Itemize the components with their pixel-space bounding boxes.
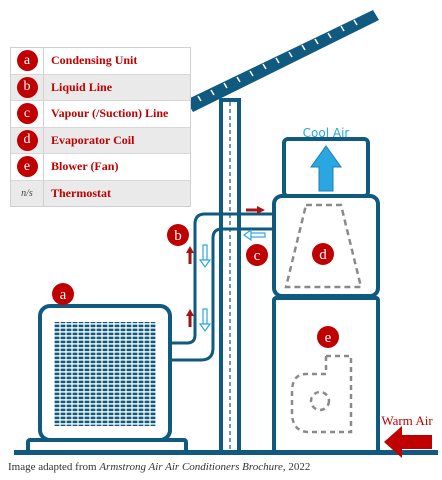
legend-label: Liquid Line xyxy=(51,79,113,94)
refrigerant-lines xyxy=(168,212,274,362)
svg-text:a: a xyxy=(60,287,67,303)
warm-air-label: Warm Air xyxy=(381,413,433,428)
legend-label: Condensing Unit xyxy=(51,53,138,68)
legend-row: c Vapour (/Suction) Line xyxy=(11,101,190,128)
legend-label: Evaporator Coil xyxy=(51,132,135,147)
legend-row: a Condensing Unit xyxy=(11,48,190,75)
legend-row: n/s Thermostat xyxy=(11,180,190,206)
svg-text:e: e xyxy=(325,330,332,346)
marker-a: a xyxy=(52,283,74,305)
condenser-grille xyxy=(54,322,156,426)
evaporator-coil-outline xyxy=(284,203,363,289)
caption-source: Armstrong Air Air Conditioners Brochure xyxy=(99,461,283,473)
svg-text:b: b xyxy=(174,228,182,244)
svg-text:c: c xyxy=(254,248,261,264)
legend-badge: e xyxy=(16,156,38,178)
legend-label: Thermostat xyxy=(51,185,111,200)
image-caption: Image adapted from Armstrong Air Air Con… xyxy=(8,461,311,473)
flow-arrows xyxy=(186,206,266,333)
legend-row: b Liquid Line xyxy=(11,74,190,101)
marker-d: d xyxy=(312,243,334,265)
marker-e: e xyxy=(317,326,339,348)
roof xyxy=(186,10,379,112)
legend-label: Blower (Fan) xyxy=(51,159,119,174)
legend-badge: c xyxy=(16,103,38,125)
condensing-unit xyxy=(26,304,188,454)
blower-fan-outline xyxy=(290,354,353,434)
legend-badge: a xyxy=(16,50,38,72)
legend-ns-key: n/s xyxy=(21,187,33,199)
legend-badge: b xyxy=(16,76,38,98)
marker-b: b xyxy=(167,224,189,246)
legend-label: Vapour (/Suction) Line xyxy=(51,106,169,121)
cool-air-arrow xyxy=(310,145,342,192)
cool-air-label: Cool Air xyxy=(303,126,350,140)
svg-text:d: d xyxy=(319,247,327,263)
marker-c: c xyxy=(246,244,268,266)
legend-row: e Blower (Fan) xyxy=(11,154,190,181)
legend-badge: d xyxy=(16,129,38,151)
house-wall xyxy=(219,98,241,454)
legend-row: d Evaporator Coil xyxy=(11,127,190,154)
warm-air-arrow xyxy=(384,426,432,458)
legend-table: a Condensing Unit b Liquid Line c Vapour… xyxy=(10,47,191,207)
